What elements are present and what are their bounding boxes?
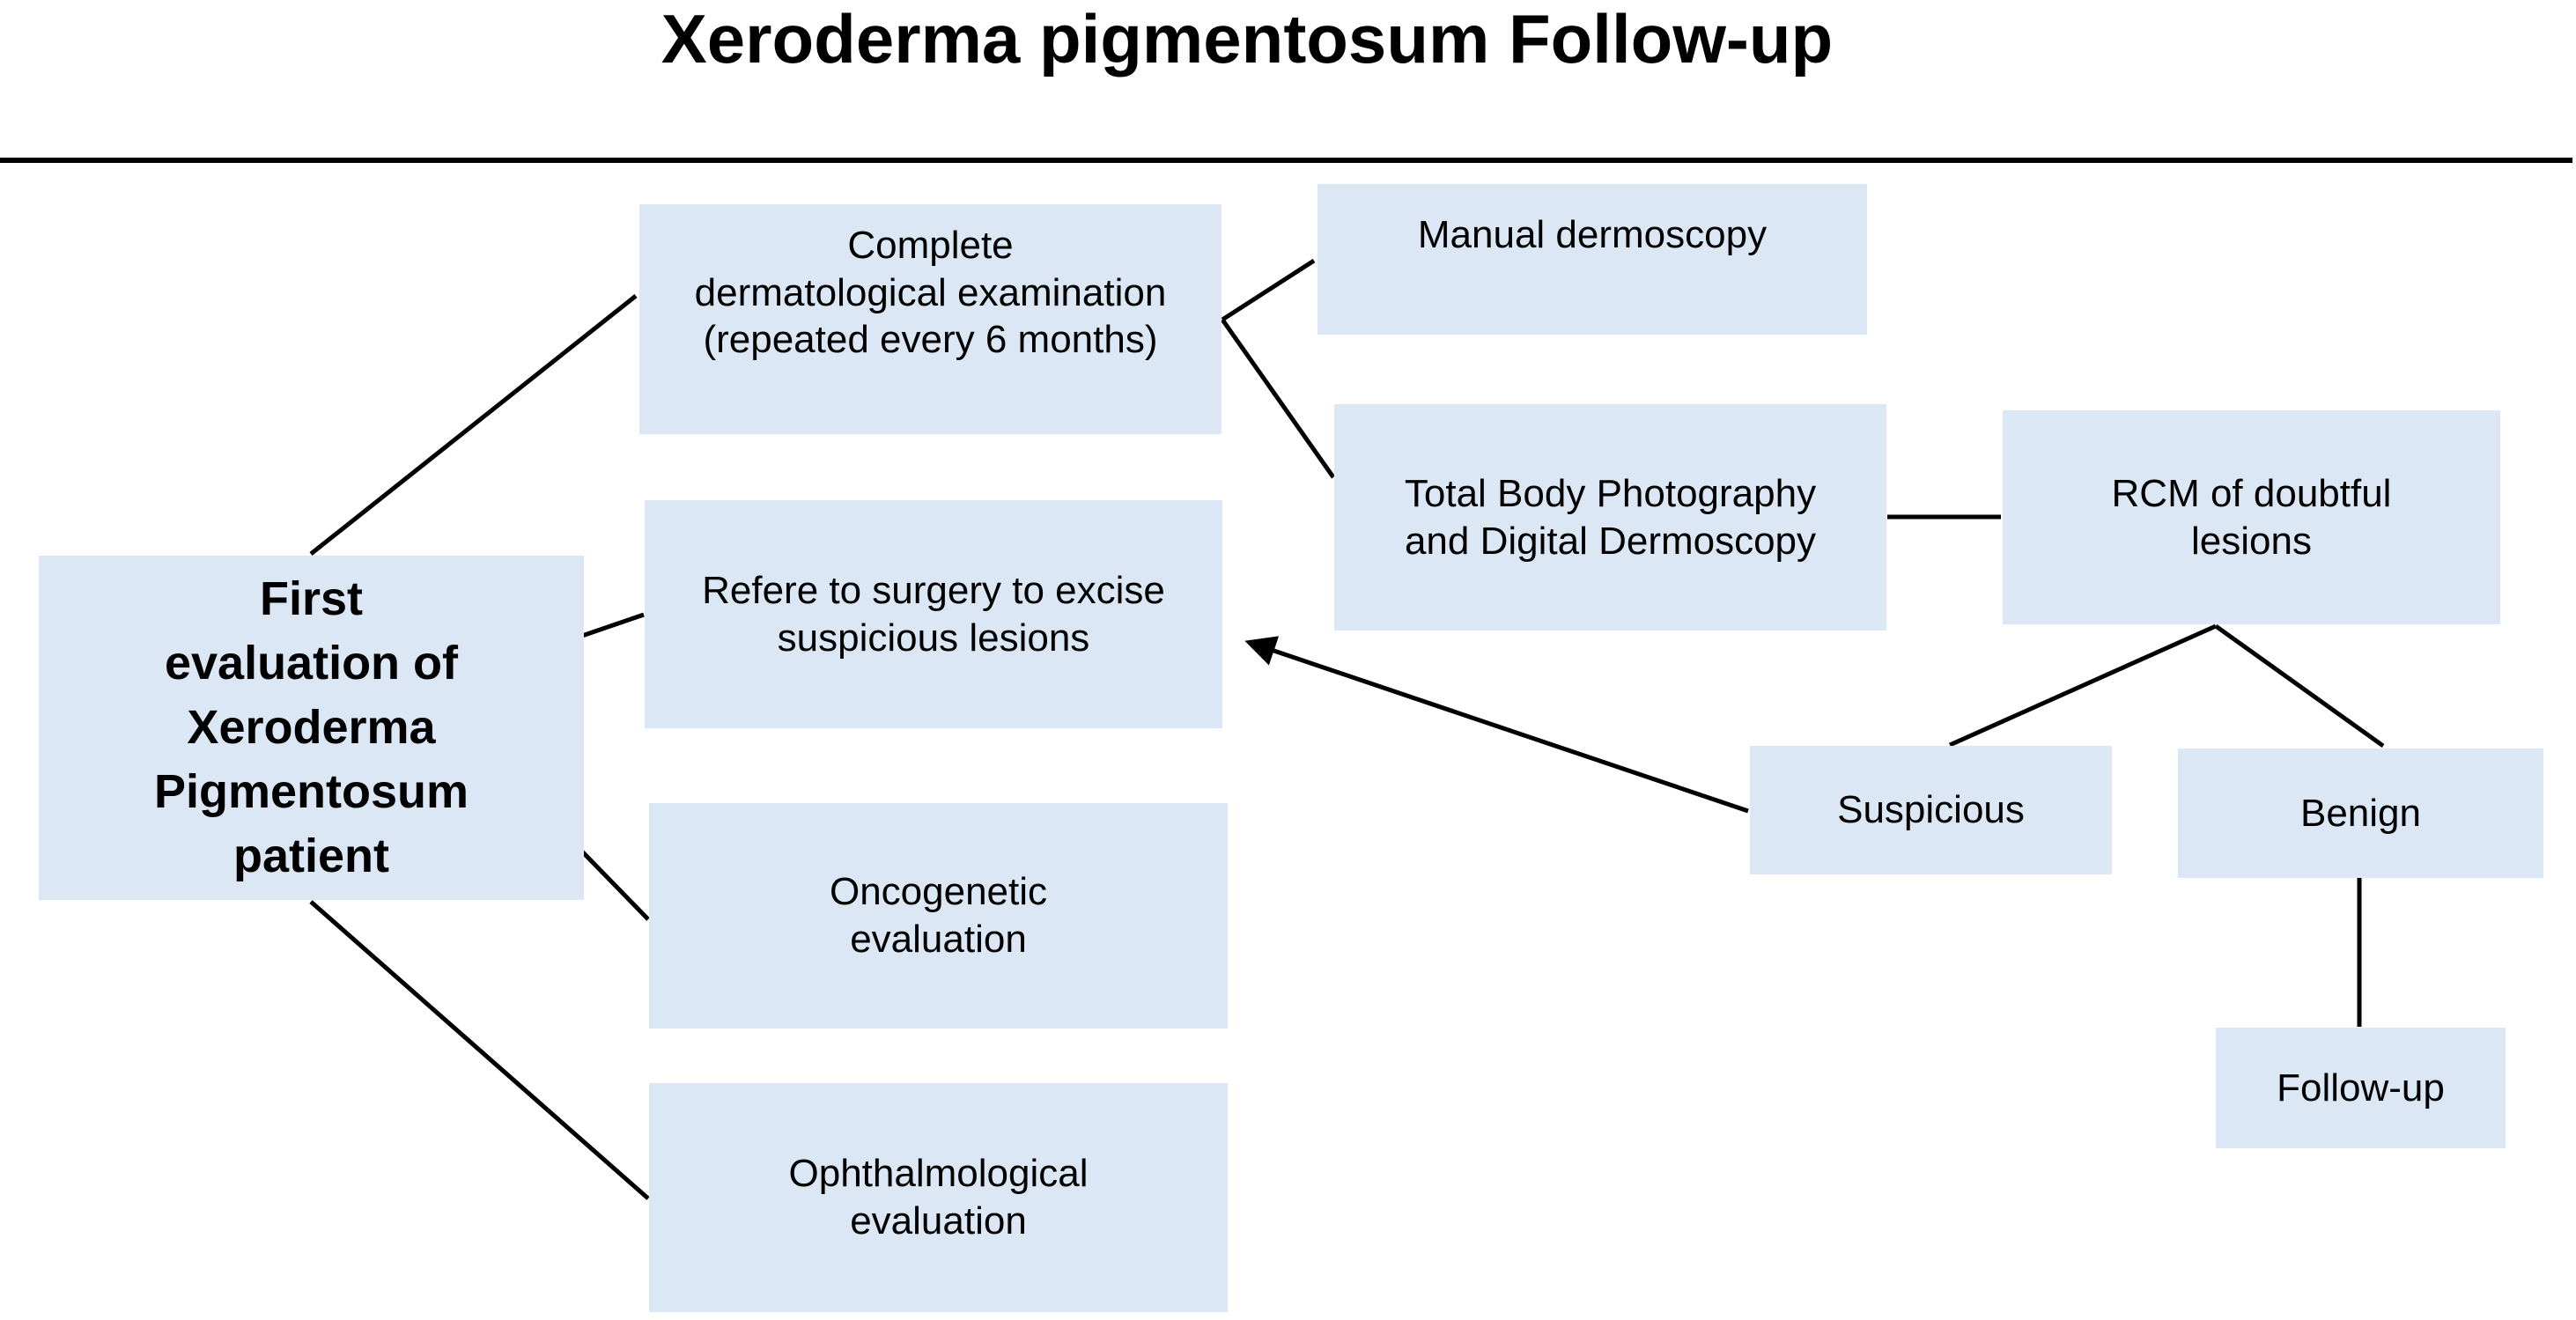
edge-first-eval-to-refer-surgery <box>581 612 645 638</box>
node-suspicious-label: Suspicious <box>1837 788 2025 832</box>
node-complete-dermatological-examination: Complete dermatological examination (rep… <box>639 204 1222 434</box>
node-first-evaluation: First evaluation of Xeroderma Pigmentosu… <box>39 556 584 900</box>
node-manual-dermoscopy-label: Manual dermoscopy <box>1417 212 1768 256</box>
edge-first-eval-to-ophthalmological <box>309 900 650 1200</box>
node-oncogenetic-evaluation: Oncogenetic evaluation <box>649 803 1228 1029</box>
node-first-evaluation-label: First evaluation of Xeroderma Pigmentosu… <box>153 572 469 882</box>
node-benign-label: Benign <box>2299 791 2421 835</box>
edge-first-eval-to-oncogenetic <box>580 850 650 921</box>
node-refer-to-surgery-label: Refere to surgery to excise suspicious l… <box>702 568 1165 660</box>
node-total-body-photography-label: Total Body Photography and Digital Dermo… <box>1404 471 1817 563</box>
node-follow-up: Follow-up <box>2216 1028 2506 1148</box>
node-rcm-of-doubtful-lesions-label: RCM of doubtful lesions <box>2111 471 2392 563</box>
node-total-body-photography: Total Body Photography and Digital Dermo… <box>1334 404 1886 631</box>
node-suspicious: Suspicious <box>1750 746 2112 874</box>
node-refer-to-surgery: Refere to surgery to excise suspicious l… <box>645 500 1222 728</box>
edge-first-eval-to-complete-exam <box>309 294 638 556</box>
node-follow-up-label: Follow-up <box>2277 1066 2445 1110</box>
edge-rcm-to-benign <box>2214 623 2385 748</box>
node-manual-dermoscopy: Manual dermoscopy <box>1318 184 1867 335</box>
node-oncogenetic-evaluation-label: Oncogenetic evaluation <box>829 870 1048 961</box>
node-rcm-of-doubtful-lesions: RCM of doubtful lesions <box>2003 410 2500 624</box>
node-ophthalmological-evaluation-label: Ophthalmological evaluation <box>788 1152 1089 1243</box>
edge-complete-exam-to-total-body <box>1220 318 1336 479</box>
node-benign: Benign <box>2178 748 2543 878</box>
edge-rcm-to-suspicious <box>1948 623 2218 748</box>
title-divider <box>0 158 2572 163</box>
edge-complete-exam-to-manual-dermoscopy <box>1221 258 1316 322</box>
node-ophthalmological-evaluation: Ophthalmological evaluation <box>649 1083 1228 1312</box>
edge-suspicious-to-refer-surgery-arrow <box>1244 636 1749 814</box>
page-title: Xeroderma pigmentosum Follow-up <box>661 0 1834 77</box>
node-complete-dermatological-examination-label: Complete dermatological examination (rep… <box>694 223 1167 362</box>
